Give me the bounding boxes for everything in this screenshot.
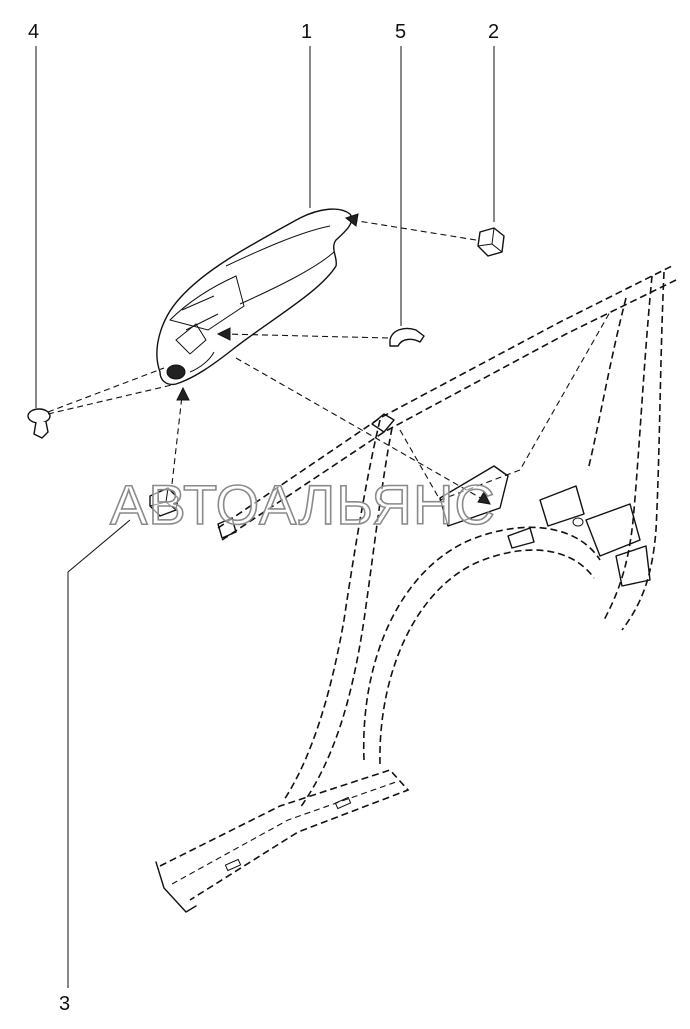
bracket-part-5 (389, 327, 425, 347)
callout-number-3: 3 (59, 993, 71, 1015)
leader-lines (35, 46, 495, 988)
callout-number-5: 5 (395, 21, 407, 43)
watermark-text: АВТОАЛЬЯНС (109, 472, 496, 537)
callout-number-2: 2 (488, 21, 500, 43)
callout-number-4: 4 (28, 21, 40, 43)
trim-panel-part-1 (156, 208, 353, 386)
assembly-arrows (47, 213, 491, 505)
screw-part-4 (27, 408, 51, 439)
leader-line-3 (67, 519, 131, 988)
body-side-panel (155, 265, 677, 913)
clip-part-2 (477, 227, 505, 257)
clip-part-3 (149, 487, 179, 517)
callout-number-1: 1 (301, 21, 313, 43)
